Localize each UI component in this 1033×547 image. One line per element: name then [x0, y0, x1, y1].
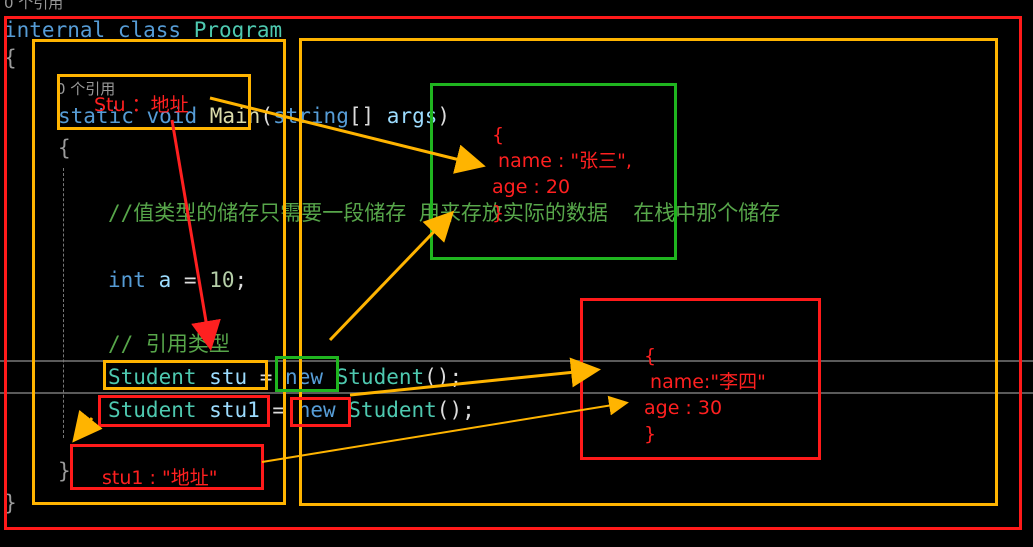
object2-text: { name:"李四" age : 30 }: [644, 343, 766, 447]
object1-line: {: [492, 124, 505, 146]
stu-decl-box: [103, 360, 268, 390]
number-10: 10: [209, 268, 235, 292]
type-student[interactable]: Student: [108, 398, 197, 422]
object1-text: { name : "张三", age : 20 }: [492, 122, 632, 226]
variable-stu[interactable]: stu: [209, 365, 248, 389]
codelens-main-refs[interactable]: 0 个引用: [56, 80, 116, 98]
code-line-stu1: Student stu1 = new Student();: [108, 397, 475, 423]
variable-a[interactable]: a: [158, 268, 172, 292]
code-close-brace-outer: }: [4, 491, 17, 515]
code-line-int: int a = 10;: [108, 267, 247, 293]
outer-red-box: [4, 16, 1022, 530]
keyword-class: class: [117, 18, 182, 42]
stu1-address-label: stu1 : "地址": [102, 467, 218, 489]
stu1-address-box: [70, 444, 264, 490]
new1-green-box: [275, 356, 339, 392]
object2-line: name:"李四": [644, 371, 766, 393]
arrow-stu1-to-object2: [261, 395, 629, 463]
code-open-brace-outer: {: [4, 46, 17, 70]
stack-yellow-box: [32, 39, 286, 505]
ctor-student[interactable]: Student: [335, 365, 425, 389]
stu-address-label: Stu ：地址: [94, 94, 189, 116]
arrow-stu-label-down: [170, 119, 221, 351]
assign-op: =: [259, 398, 298, 422]
object2-line: age : 30: [644, 397, 723, 419]
object1-line: name : "张三",: [492, 150, 632, 172]
new2-red-box: [290, 397, 351, 427]
keyword-int: int: [108, 268, 146, 292]
type-student[interactable]: Student: [108, 365, 197, 389]
code-line-stu: Student stu = new Student();: [108, 364, 462, 390]
arrow-stu1-down: [72, 409, 103, 443]
keyword-new: new: [297, 398, 336, 422]
object2-line: {: [644, 345, 657, 367]
semicolon: ;: [234, 268, 248, 292]
class-name[interactable]: Program: [193, 18, 283, 42]
separator-line-1: [0, 360, 1033, 362]
heap-yellow-box: [299, 38, 998, 506]
object1-green-box: [430, 83, 677, 260]
variable-stu1[interactable]: stu1: [209, 398, 260, 422]
indent-guide: [63, 168, 64, 438]
arrow-stu-to-object1: [209, 96, 486, 174]
object1-line: age : 20: [492, 176, 571, 198]
brackets: []: [348, 104, 375, 128]
codelens-class-refs[interactable]: 0 个引用: [4, 0, 64, 12]
assign-op: =: [171, 268, 210, 292]
stu-address-box: [57, 74, 251, 130]
code-open-brace-main: {: [58, 136, 71, 160]
code-close-brace-main: }: [58, 459, 71, 483]
code-line-class: internal class Program: [4, 17, 282, 43]
param-args[interactable]: args: [386, 104, 438, 128]
arrow-new2-to-object2: [349, 357, 601, 397]
paren-close: ): [437, 104, 451, 128]
separator-line-2: [0, 392, 1033, 394]
object1-line: }: [492, 202, 505, 224]
keyword-internal: internal: [4, 18, 106, 42]
object2-line: }: [644, 423, 657, 445]
call-tail: ();: [436, 398, 475, 422]
keyword-new: new: [285, 365, 323, 389]
keyword-static: static: [58, 104, 134, 128]
ctor-student[interactable]: Student: [348, 398, 437, 422]
arrow-new1-to-object1: [328, 210, 455, 342]
